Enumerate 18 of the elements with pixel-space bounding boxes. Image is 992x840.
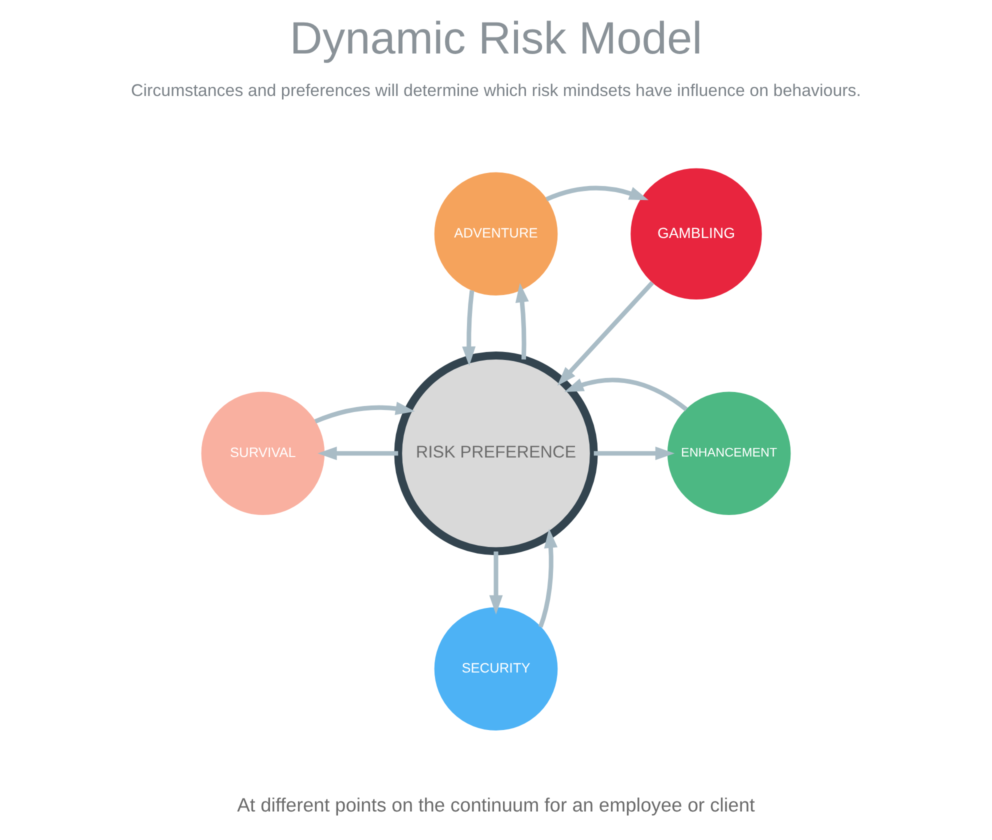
arrow [557,281,654,386]
caption: At different points on the continuum for an employee or client [237,796,755,817]
node-circle: SURVIVAL [201,392,325,516]
label: Circumstances and preferences will determine which risk mindsets have influence on behaviours. [130,80,862,100]
arrow [314,402,415,424]
arrow [318,446,398,460]
node-circle: SECURITY [434,607,558,731]
diagram-title: Dynamic Risk Model [290,12,702,64]
node-circle: GAMBLING [630,168,762,300]
node-circle: ADVENTURE [434,172,558,296]
arrow [515,283,529,360]
arrow [564,378,688,412]
arrow [546,186,649,202]
arrow [538,528,558,628]
arrow [462,290,476,366]
arrow [594,446,675,460]
node-circle: ENHANCEMENT [667,392,791,516]
arrow [489,551,503,614]
